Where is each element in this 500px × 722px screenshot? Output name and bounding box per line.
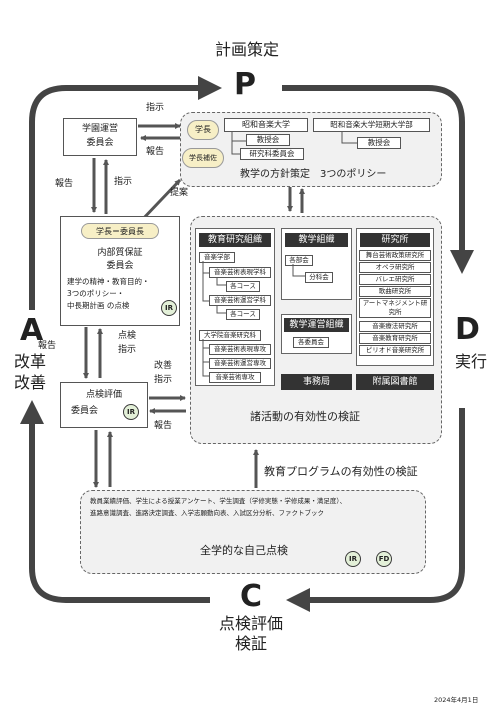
eval-report2-label: 報告 bbox=[154, 421, 173, 431]
teaching-org-header: 教学組織 bbox=[285, 233, 348, 247]
act-label-1: 改革 bbox=[14, 352, 47, 371]
grad-school-box: 大学院音楽研究科 bbox=[199, 330, 261, 341]
qa-report-label: 報告 bbox=[55, 179, 74, 189]
policy-caption: 教学の方針策定 3つのポリシー bbox=[240, 169, 387, 180]
qa-committee-box: 学長＝委員長 内部質保証 委員会 建学の精神・教育目的・ 3つのポリシー・ 中長… bbox=[60, 216, 180, 326]
institute-1: オペラ研究所 bbox=[359, 262, 431, 273]
junior-college-box: 昭和音楽大学短期大学部 bbox=[313, 118, 430, 132]
institute-6: 音楽教育研究所 bbox=[359, 333, 431, 344]
qa-desc3: 中長期計画 の点検 bbox=[67, 301, 130, 310]
check-label-2: 検証 bbox=[235, 634, 268, 653]
act-label-2: 改善 bbox=[14, 373, 47, 392]
improve-label: 改善 bbox=[154, 361, 173, 371]
check-label: 点検 bbox=[118, 331, 137, 341]
plan-label: 計画策定 bbox=[215, 40, 280, 59]
ops-org-header: 教学運営組織 bbox=[284, 318, 349, 332]
eval-committee-box: 点検評価 委員会 IR bbox=[60, 382, 148, 428]
self-check-area bbox=[80, 490, 426, 574]
self-check-text1: 教員業績評価、学生による授業アンケート、学生調査（学修実態・学修成果・満足度）、 bbox=[90, 497, 347, 505]
library-header: 附属図書館 bbox=[356, 374, 434, 390]
self-check-caption: 全学的な自己点検 bbox=[200, 544, 288, 557]
eval-line1: 点検評価 bbox=[85, 390, 122, 400]
date-stamp: 2024年4月1日 bbox=[434, 696, 479, 704]
check-letter: C bbox=[240, 579, 263, 614]
president-pill: 学長 bbox=[187, 120, 219, 140]
vice-president-pill: 学長補佐 bbox=[182, 148, 224, 168]
committees-box: 各委員会 bbox=[293, 337, 329, 348]
plan-letter: P bbox=[234, 67, 256, 102]
improve-instruct-label: 指示 bbox=[154, 375, 173, 385]
institute-7: ピリオド音楽研究所 bbox=[359, 345, 431, 356]
teaching-tree-line bbox=[292, 264, 305, 277]
major3-box: 音楽芸術専攻 bbox=[209, 372, 261, 383]
org-tree-lines bbox=[202, 261, 226, 377]
self-check-text2: 進路意識調査、進路決定調査、入学志願動向表、入試区分分析、ファクトブック bbox=[90, 509, 324, 517]
do-letter: D bbox=[455, 312, 480, 347]
divisions-box: 分科会 bbox=[305, 272, 333, 283]
edu-research-org-header: 教育研究組織 bbox=[199, 233, 271, 247]
major2-box: 音楽芸術運営専攻 bbox=[209, 358, 271, 369]
eval-ir-badge: IR bbox=[123, 404, 139, 420]
faculty-box: 音楽学部 bbox=[199, 252, 235, 263]
institute-5: 音楽療法研究所 bbox=[359, 321, 431, 332]
faculty-meeting-box: 教授会 bbox=[246, 134, 290, 146]
board-box: 学園運営 委員会 bbox=[63, 118, 137, 156]
policy-connectors bbox=[231, 132, 357, 155]
qa-desc2: 3つのポリシー・ bbox=[67, 289, 125, 298]
check-label-1: 点検評価 bbox=[219, 614, 284, 633]
qa-ir-badge: IR bbox=[161, 300, 177, 316]
qa-instruct-label: 指示 bbox=[114, 177, 133, 187]
course2-box: 各コース bbox=[226, 309, 260, 320]
institute-3: 歌曲研究所 bbox=[359, 286, 431, 297]
board-line2: 委員会 bbox=[86, 138, 114, 148]
eval-report-label: 報告 bbox=[38, 341, 57, 351]
activities-caption: 諸活動の有効性の検証 bbox=[250, 410, 360, 423]
check-instruct-label: 指示 bbox=[118, 345, 137, 355]
qa-desc1: 建学の精神・教育目的・ bbox=[67, 277, 150, 286]
self-check-ir-badge: IR bbox=[345, 551, 361, 567]
do-label: 実行 bbox=[455, 352, 488, 371]
institute-2: バレエ研究所 bbox=[359, 274, 431, 285]
institute-4: アートマネジメント研究所 bbox=[359, 298, 431, 318]
dept2-box: 音楽芸術運営学科 bbox=[209, 295, 271, 306]
propose-label: 提案 bbox=[170, 188, 189, 198]
qa-title2: 委員会 bbox=[106, 261, 134, 271]
act-letter: A bbox=[20, 313, 44, 348]
qa-title1: 内部質保証 bbox=[97, 248, 143, 258]
university-box: 昭和音楽大学 bbox=[224, 118, 308, 132]
qa-chair-pill: 学長＝委員長 bbox=[81, 223, 159, 239]
junior-faculty-meeting-box: 教授会 bbox=[357, 137, 401, 149]
institute-0: 舞台芸術政策研究所 bbox=[359, 250, 431, 261]
eval-line2: 委員会 bbox=[71, 406, 99, 416]
board-instruct-label: 指示 bbox=[146, 103, 165, 113]
major1-box: 音楽芸術表現専攻 bbox=[209, 344, 271, 355]
self-check-fd-badge: FD bbox=[376, 551, 392, 567]
grad-committee-box: 研究科委員会 bbox=[240, 148, 304, 160]
subcommittees-box: 各部会 bbox=[285, 255, 313, 266]
dept1-box: 音楽芸術表現学科 bbox=[209, 267, 271, 278]
board-line1: 学園運営 bbox=[81, 124, 118, 134]
office-header: 事務局 bbox=[281, 374, 352, 390]
board-report-label: 報告 bbox=[146, 147, 165, 157]
institutes-header: 研究所 bbox=[360, 233, 430, 247]
course1-box: 各コース bbox=[226, 281, 260, 292]
program-check-label: 教育プログラムの有効性の検証 bbox=[264, 465, 418, 478]
